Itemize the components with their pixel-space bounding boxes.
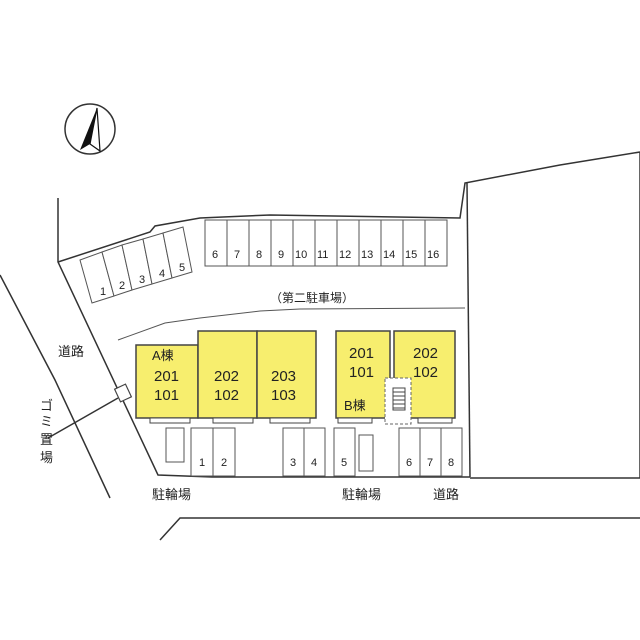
unit-number: 101 (154, 387, 179, 404)
bike-parking-label: 駐輪場 (342, 487, 381, 502)
parking-space-label: 11 (317, 249, 328, 261)
unit-number: 201 (349, 345, 374, 362)
parking-space-label: 16 (427, 249, 439, 261)
parking-space-label: 3 (290, 457, 296, 469)
bike-parking-area (358, 434, 374, 472)
second-parking-slanted-spaces: 1 2 3 4 5 (79, 226, 193, 304)
unit-number: 101 (349, 364, 374, 381)
building-a-name: A棟 (152, 348, 174, 363)
parking-space-label: 1 (199, 457, 205, 469)
svg-text:ミ: ミ (40, 414, 53, 429)
unit-number: 103 (271, 387, 296, 404)
parking-space-label: 7 (234, 249, 240, 261)
parking-space-label: 5 (341, 457, 347, 469)
unit-number: 102 (214, 387, 239, 404)
road-bottom-label: 道路 (433, 487, 459, 502)
main-parking-spaces: 1 2 3 4 5 6 7 8 (190, 427, 463, 477)
road-left-label: 道路 (58, 344, 84, 359)
garbage-label: ゴ ミ 置 場 (40, 398, 53, 465)
svg-text:置: 置 (40, 432, 53, 447)
parking-space-label: 10 (295, 249, 307, 261)
parking-space-label: 13 (361, 249, 373, 261)
parking-space-label: 15 (405, 249, 417, 261)
building-b-name: B棟 (344, 398, 366, 413)
parking-space-label: 7 (427, 457, 433, 469)
parking-space-label: 5 (179, 262, 185, 274)
unit-number: 202 (413, 345, 438, 362)
unit-number: 202 (214, 368, 239, 385)
parking-space-label: 3 (139, 274, 145, 286)
parking-space-label: 14 (383, 249, 395, 261)
parking-space-label: 8 (256, 249, 262, 261)
second-parking-label: （第二駐車場） (270, 290, 354, 305)
parking-space-label: 4 (311, 457, 317, 469)
garbage-area (113, 383, 133, 403)
parking-space-label: 8 (448, 457, 454, 469)
parking-space-label: 1 (100, 286, 106, 298)
parking-space-label: 2 (221, 457, 227, 469)
parking-space-label: 6 (406, 457, 412, 469)
bike-parking-area (165, 427, 185, 463)
parking-space-label: 4 (159, 268, 165, 280)
svg-text:ゴ: ゴ (40, 398, 53, 413)
building-a: A棟 201 101 202 102 203 103 (135, 330, 317, 424)
svg-text:場: 場 (40, 450, 53, 465)
north-arrow-icon (64, 103, 116, 155)
road-lines (0, 274, 640, 541)
parking-space-label: 2 (119, 280, 125, 292)
parking-space-label: 12 (339, 249, 351, 261)
bike-parking-label: 駐輪場 (152, 487, 191, 502)
unit-number: 201 (154, 368, 179, 385)
unit-number: 203 (271, 368, 296, 385)
parking-space-label: 9 (278, 249, 284, 261)
unit-number: 102 (413, 364, 438, 381)
second-parking-straight-spaces: 6 7 8 9 10 11 12 13 14 15 16 (204, 219, 448, 267)
parking-space-label: 6 (212, 249, 218, 261)
site-boundary (57, 151, 640, 479)
building-b: 201 101 B棟 202 102 (335, 330, 456, 425)
